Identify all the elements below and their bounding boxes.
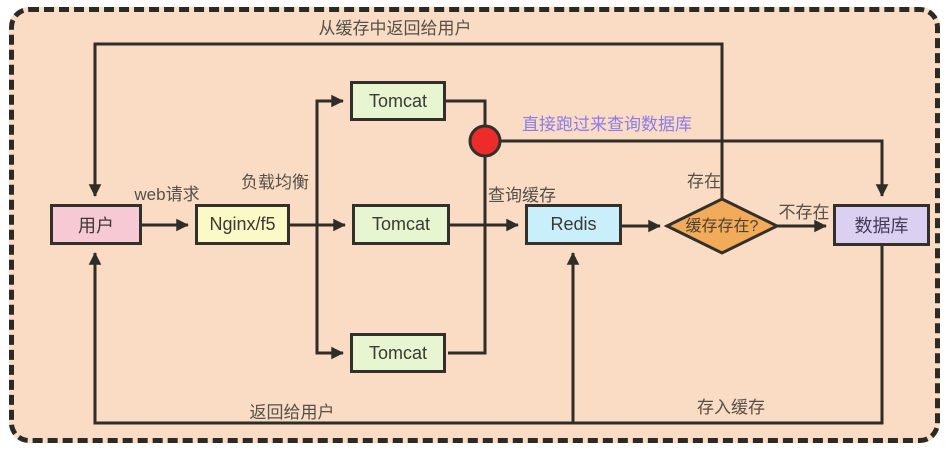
node-redis: Redis: [525, 204, 622, 245]
label-return-to-user: 返回给用户: [249, 403, 335, 422]
node-tomcat-3: Tomcat: [350, 333, 446, 373]
label-direct-query-db: 直接跑过来查询数据库: [522, 115, 692, 134]
edge-branch-to-tomcat1: [315, 94, 344, 225]
node-tomcat-2: Tomcat: [352, 204, 450, 245]
edge-branch-to-tomcat3: [315, 225, 344, 360]
edge-tomcat-trunk: [446, 99, 487, 355]
red-dot-marker: [468, 124, 502, 158]
label-web-request: web请求: [134, 185, 200, 204]
label-exists: 存在: [687, 172, 721, 191]
label-return-from-cache: 从缓存中返回给用户: [318, 19, 472, 38]
edge-direct-to-database: [485, 139, 889, 197]
decision-diamond: [663, 197, 781, 255]
decision-label: 缓存存在?: [685, 218, 759, 235]
node-tomcat-1: Tomcat: [350, 81, 446, 121]
node-user: 用户: [50, 204, 142, 245]
label-load-balance: 负载均衡: [241, 173, 309, 192]
edge-cache-return-to-user: [88, 42, 724, 199]
label-not-exists: 不存在: [778, 203, 830, 222]
node-database: 数据库: [833, 204, 930, 246]
edge-database-return-bottom: [88, 246, 884, 425]
label-query-cache: 查询缓存: [488, 186, 556, 205]
label-store-to-cache: 存入缓存: [697, 398, 765, 417]
node-nginx: Nginx/f5: [195, 204, 290, 245]
